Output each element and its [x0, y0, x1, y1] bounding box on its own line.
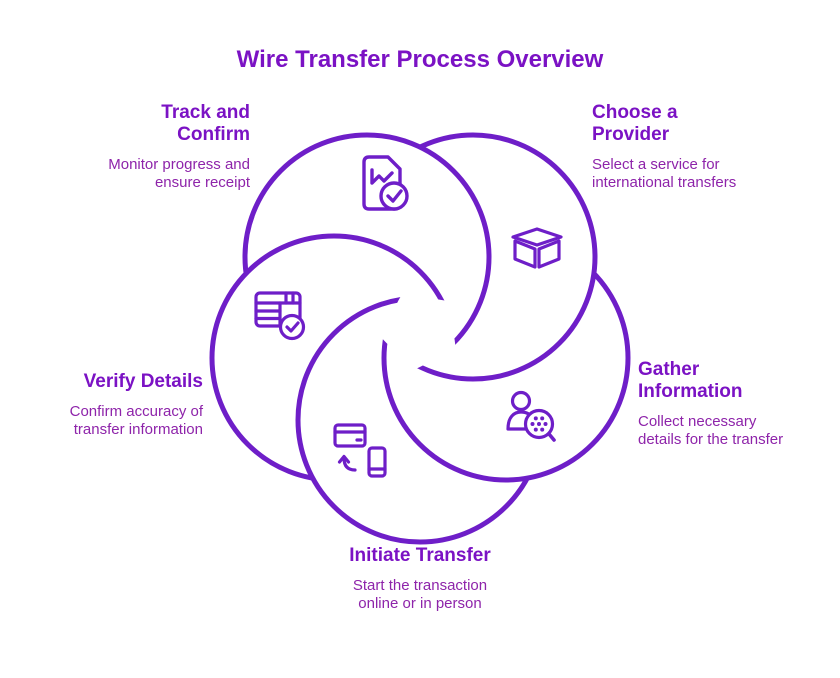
step-heading: Track and Confirm	[161, 102, 250, 145]
step-description: Collect necessary details for the transf…	[638, 413, 784, 448]
step-heading: Verify Details	[83, 371, 203, 392]
step-heading: Gather Information	[638, 359, 743, 402]
step-description: Start the transaction online or in perso…	[352, 577, 488, 612]
step-heading: Choose a Provider	[592, 102, 678, 145]
step-label-track-and-confirm: Track and Confirm Monitor progress and e…	[30, 102, 250, 192]
step-description: Confirm accuracy of transfer information	[69, 403, 203, 438]
circle-verify-details	[209, 233, 459, 483]
step-description: Monitor progress and ensure receipt	[108, 156, 250, 191]
circle-track-and-confirm	[242, 132, 492, 382]
page-title: Wire Transfer Process Overview	[236, 46, 604, 73]
step-description: Select a service for international trans…	[592, 156, 737, 191]
cube-icon	[510, 226, 564, 276]
step-label-gather-information: Gather Information Collect necessary det…	[638, 359, 828, 449]
document-chart-check-icon	[352, 152, 414, 220]
table-check-icon	[254, 290, 310, 342]
step-label-verify-details: Verify Details Confirm accuracy of trans…	[13, 371, 203, 439]
circle-gather-information	[381, 233, 631, 483]
step-label-choose-a-provider: Choose a Provider Select a service for i…	[592, 102, 812, 192]
step-label-initiate-transfer: Initiate Transfer Start the transaction …	[320, 545, 520, 613]
person-search-icon	[504, 390, 560, 446]
circle-choose-a-provider	[348, 132, 598, 382]
step-heading: Initiate Transfer	[349, 545, 491, 566]
card-phone-transfer-icon	[332, 422, 388, 478]
